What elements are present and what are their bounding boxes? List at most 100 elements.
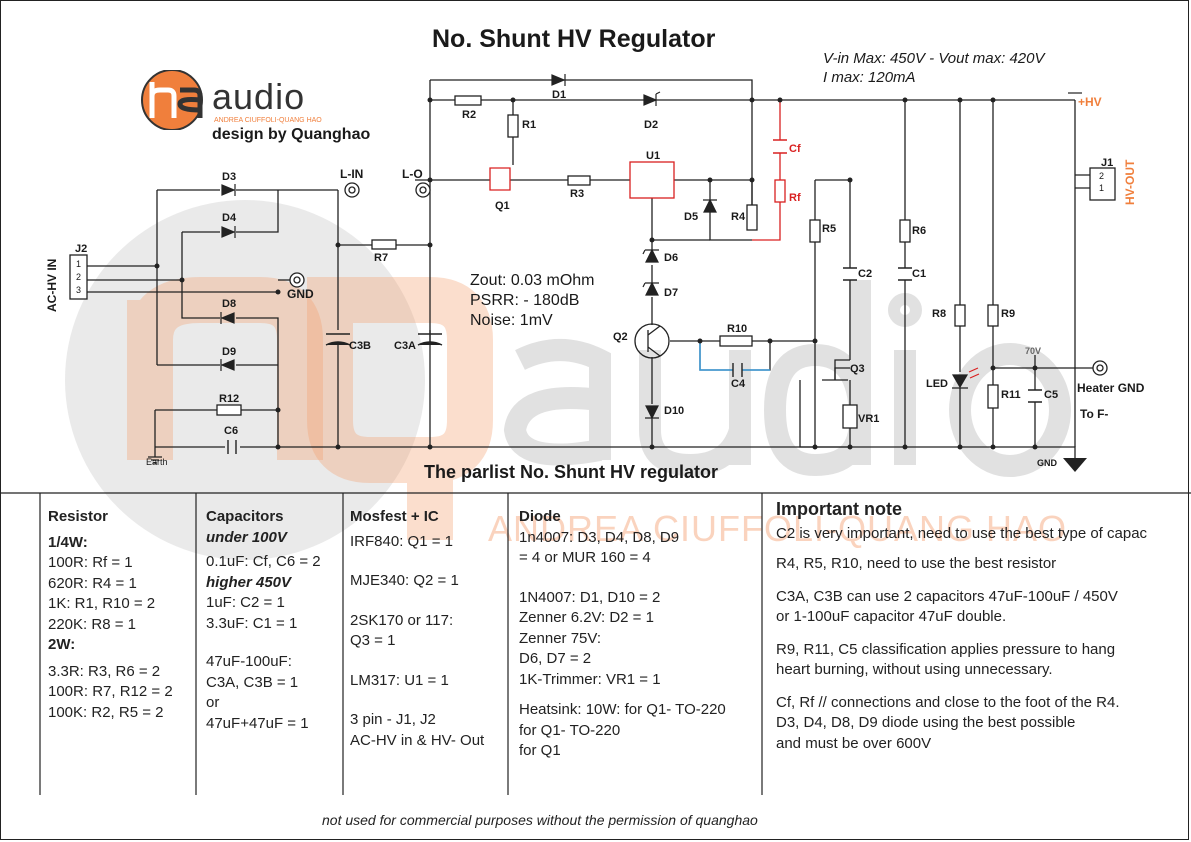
resistor-bodies — [69, 95, 1116, 429]
note-line: R4, R5, R10, need to use the best resist… — [776, 555, 1057, 572]
label-r8: R8 — [932, 308, 947, 320]
bom-line — [206, 634, 321, 652]
label-to-f: To F- — [1080, 407, 1109, 421]
spec-vin: V-in Max: 450V - Vout max: 420V — [823, 50, 1045, 67]
bom-line: 1N4007: D1, D10 = 2 — [519, 588, 661, 606]
bom-line: 3 pin - J1, J2 — [350, 711, 436, 728]
label-r1: R1 — [522, 119, 537, 131]
label-d4: D4 — [222, 212, 237, 224]
perf-psrr: PSRR: - 180dB — [470, 292, 580, 309]
label-d10: D10 — [664, 405, 685, 417]
bom-line: 100K: R2, R5 = 2 — [48, 703, 164, 721]
capacitors-heading: Capacitors — [206, 508, 284, 525]
label-d2: D2 — [644, 119, 659, 131]
label-d8: D8 — [222, 298, 237, 310]
j1-pin-1: 1 — [1099, 183, 1105, 193]
earth-symbol — [148, 456, 162, 464]
note-line: Cf, Rf // connections and close to the f… — [776, 693, 1120, 711]
label-j1: J1 — [1101, 157, 1114, 169]
label-d5: D5 — [684, 211, 699, 223]
label-r2: R2 — [462, 109, 477, 121]
spec-imax: I max: 120mA — [823, 69, 916, 86]
design-credit: design by Quanghao — [212, 126, 371, 143]
bom-line: Q3 = 1 — [350, 632, 396, 649]
label-r12: R12 — [219, 393, 240, 405]
perf-zout: Zout: 0.03 mOhm — [470, 272, 595, 289]
note-line: D3, D4, D8, D9 diode using the best poss… — [776, 714, 1076, 731]
label-d1: D1 — [552, 89, 567, 101]
bom-line: Zenner 6.2V: D2 = 1 — [519, 609, 654, 626]
ha-logo-icon — [141, 70, 203, 130]
c4-net — [699, 341, 770, 371]
label-gnd-symbol: GND — [1037, 458, 1057, 468]
bom-line: 47uF+47uF = 1 — [206, 714, 309, 732]
bom-line: Heatsink: 10W: for Q1- TO-220 — [519, 701, 726, 718]
rf-cf-net — [752, 100, 781, 241]
bom-line: 47uF-100uF: — [206, 653, 292, 670]
parts-list-title: The parlist No. Shunt HV regulator — [424, 462, 719, 482]
bom-line: = 4 or MUR 160 = 4 — [519, 549, 651, 566]
watermark-tagline: ANDREA CIUFFOLI-QUANG HAO — [488, 508, 1068, 549]
bom-line: LM317: U1 = 1 — [350, 671, 449, 689]
label-led: LED — [926, 378, 948, 390]
bom-line — [519, 690, 726, 700]
note-line: C2 is very important, need to use the be… — [776, 524, 1148, 542]
label-c4: C4 — [731, 378, 746, 390]
label-q1: Q1 — [495, 200, 510, 212]
bom-line — [350, 592, 484, 611]
bom-line: 1K: R1, R10 = 2 — [48, 595, 156, 612]
gnd-symbol — [1063, 458, 1087, 472]
label-r9: R9 — [1001, 308, 1016, 320]
label-plus-hv: +HV — [1078, 95, 1102, 109]
label-j2: J2 — [75, 243, 88, 255]
transistors — [489, 167, 850, 381]
bom-line: 1uF: C2 = 1 — [206, 594, 285, 611]
bom-line — [519, 569, 726, 588]
label-l-o: L-O — [402, 167, 423, 181]
label-70v: 70V — [1025, 346, 1042, 356]
j2-pin-1: 1 — [76, 259, 82, 269]
note-line — [776, 575, 1188, 587]
label-heater-gnd: Heater GND — [1077, 381, 1145, 395]
label-c2: C2 — [858, 268, 873, 280]
mosfet-heading: Mosfest + IC — [350, 508, 439, 525]
bom-line: 220K: R8 = 1 — [48, 615, 136, 633]
label-ac-hv-in: AC-HV IN — [45, 258, 59, 312]
bom-line: or — [206, 694, 220, 711]
bom-line: AC-HV in & HV- Out — [350, 731, 485, 749]
label-d7: D7 — [664, 287, 679, 299]
junction-dots — [154, 97, 1038, 450]
bom-line: 1K-Trimmer: VR1 = 1 — [519, 670, 661, 688]
bom-line: 1n4007: D3, D4, D8, D9 — [519, 528, 680, 546]
diodes — [220, 74, 969, 420]
label-r10: R10 — [727, 323, 748, 335]
bom-line: C3A, C3B = 1 — [206, 673, 299, 691]
label-c3b: C3B — [349, 340, 372, 352]
bom-line: 2SK170 or 117: — [350, 611, 454, 629]
led-rays — [968, 367, 980, 379]
note-line: C3A, C3B can use 2 capacitors 47uF-100uF… — [776, 587, 1118, 605]
bom-line: 620R: R4 = 1 — [48, 574, 137, 592]
label-hv-out: HV-OUT — [1123, 159, 1137, 205]
label-c6: C6 — [224, 425, 239, 437]
label-r11: R11 — [1001, 389, 1021, 401]
bom-line — [350, 652, 484, 671]
capacitors — [227, 139, 1042, 454]
footer-disclaimer: not used for commercial purposes without… — [322, 812, 758, 828]
label-c3a: C3A — [394, 340, 417, 352]
note-line: heart burning, without using unnecessary… — [776, 661, 1053, 678]
label-u1: U1 — [646, 150, 661, 162]
bom-line: MJE340: Q2 = 1 — [350, 572, 459, 589]
bom-line: 2W: — [48, 636, 76, 653]
bom-line: 1/4W: — [48, 533, 88, 551]
bom-line: for Q1 — [519, 742, 561, 759]
label-r6: R6 — [912, 225, 927, 237]
label-q3: Q3 — [850, 363, 865, 375]
j2-pin-2: 2 — [76, 272, 82, 282]
label-r5: R5 — [822, 223, 837, 235]
bom-line: Zenner 75V: — [519, 629, 601, 647]
label-cf: Cf — [789, 143, 801, 155]
label-c5: C5 — [1044, 389, 1059, 401]
